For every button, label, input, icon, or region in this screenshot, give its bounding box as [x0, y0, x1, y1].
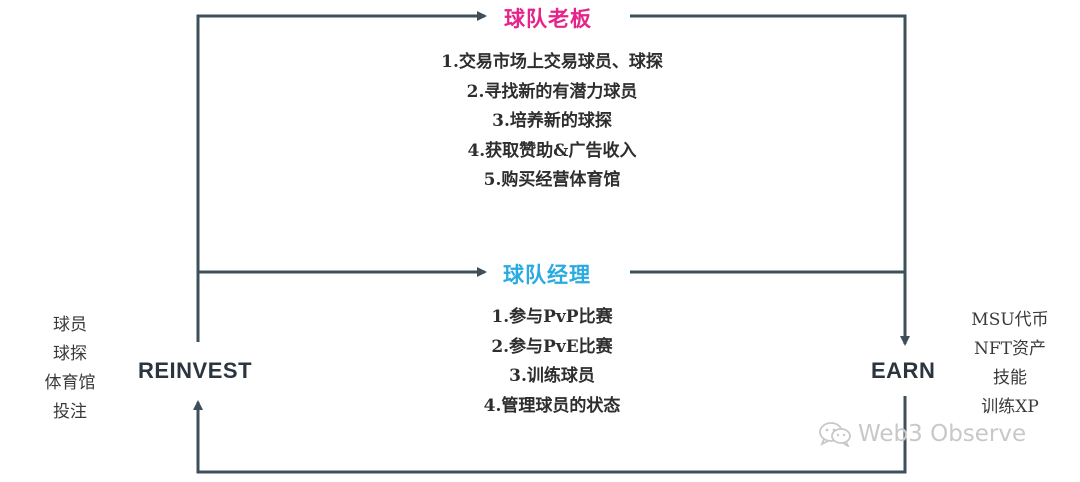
- watermark: Web3 Observe: [818, 421, 1026, 447]
- watermark-text: Web3 Observe: [858, 421, 1027, 447]
- owner-duty-item: 3.培养新的球探: [492, 111, 612, 131]
- reinvest-item: 球员: [53, 315, 87, 335]
- reinvest-item: 投注: [53, 402, 87, 422]
- owner-duty-item: 1.交易市场上交易球员、球探: [441, 52, 663, 72]
- earn-items: MSU代币 NFT资产 技能 训练XP: [955, 306, 1065, 422]
- team-owner-title: 球队老板: [504, 7, 592, 31]
- owner-duty-item: 2.寻找新的有潜力球员: [466, 81, 638, 102]
- earn-item: NFT资产: [973, 339, 1046, 359]
- wechat-icon: [819, 422, 851, 447]
- earn-to-reinvest-loop: [193, 396, 907, 474]
- team-manager-duties: 1.参与PvP比赛 2.参与PvE比赛 3.训练球员 4.管理球员的状态: [432, 303, 672, 421]
- reinvest-label: REINVEST: [138, 358, 253, 383]
- reinvest-to-owner-line: [196, 11, 487, 342]
- team-owner-duties: 1.交易市场上交易球员、球探 2.寻找新的有潜力球员 3.培养新的球探 4.获取…: [402, 48, 702, 196]
- earn-item: MSU代币: [971, 310, 1049, 330]
- manager-duty-item: 4.管理球员的状态: [483, 395, 621, 416]
- reinvest-item: 球探: [53, 344, 87, 364]
- earn-item: 训练XP: [981, 397, 1039, 417]
- earn-item: 技能: [993, 368, 1027, 388]
- manager-duty-item: 2.参与PvE比赛: [491, 336, 613, 357]
- owner-to-earn-line: [630, 14, 910, 346]
- reinvest-item: 体育馆: [44, 373, 96, 393]
- reinvest-items: 球员 球探 体育馆 投注: [30, 311, 110, 427]
- owner-duty-item: 5.购买经营体育馆: [483, 170, 621, 190]
- earn-label: EARN: [871, 358, 936, 383]
- team-manager-title: 球队经理: [503, 263, 591, 287]
- manager-duty-item: 1.参与PvP比赛: [491, 307, 613, 327]
- manager-duty-item: 3.训练球员: [509, 366, 595, 386]
- owner-duty-item: 4.获取赞助&广告收入: [467, 140, 637, 161]
